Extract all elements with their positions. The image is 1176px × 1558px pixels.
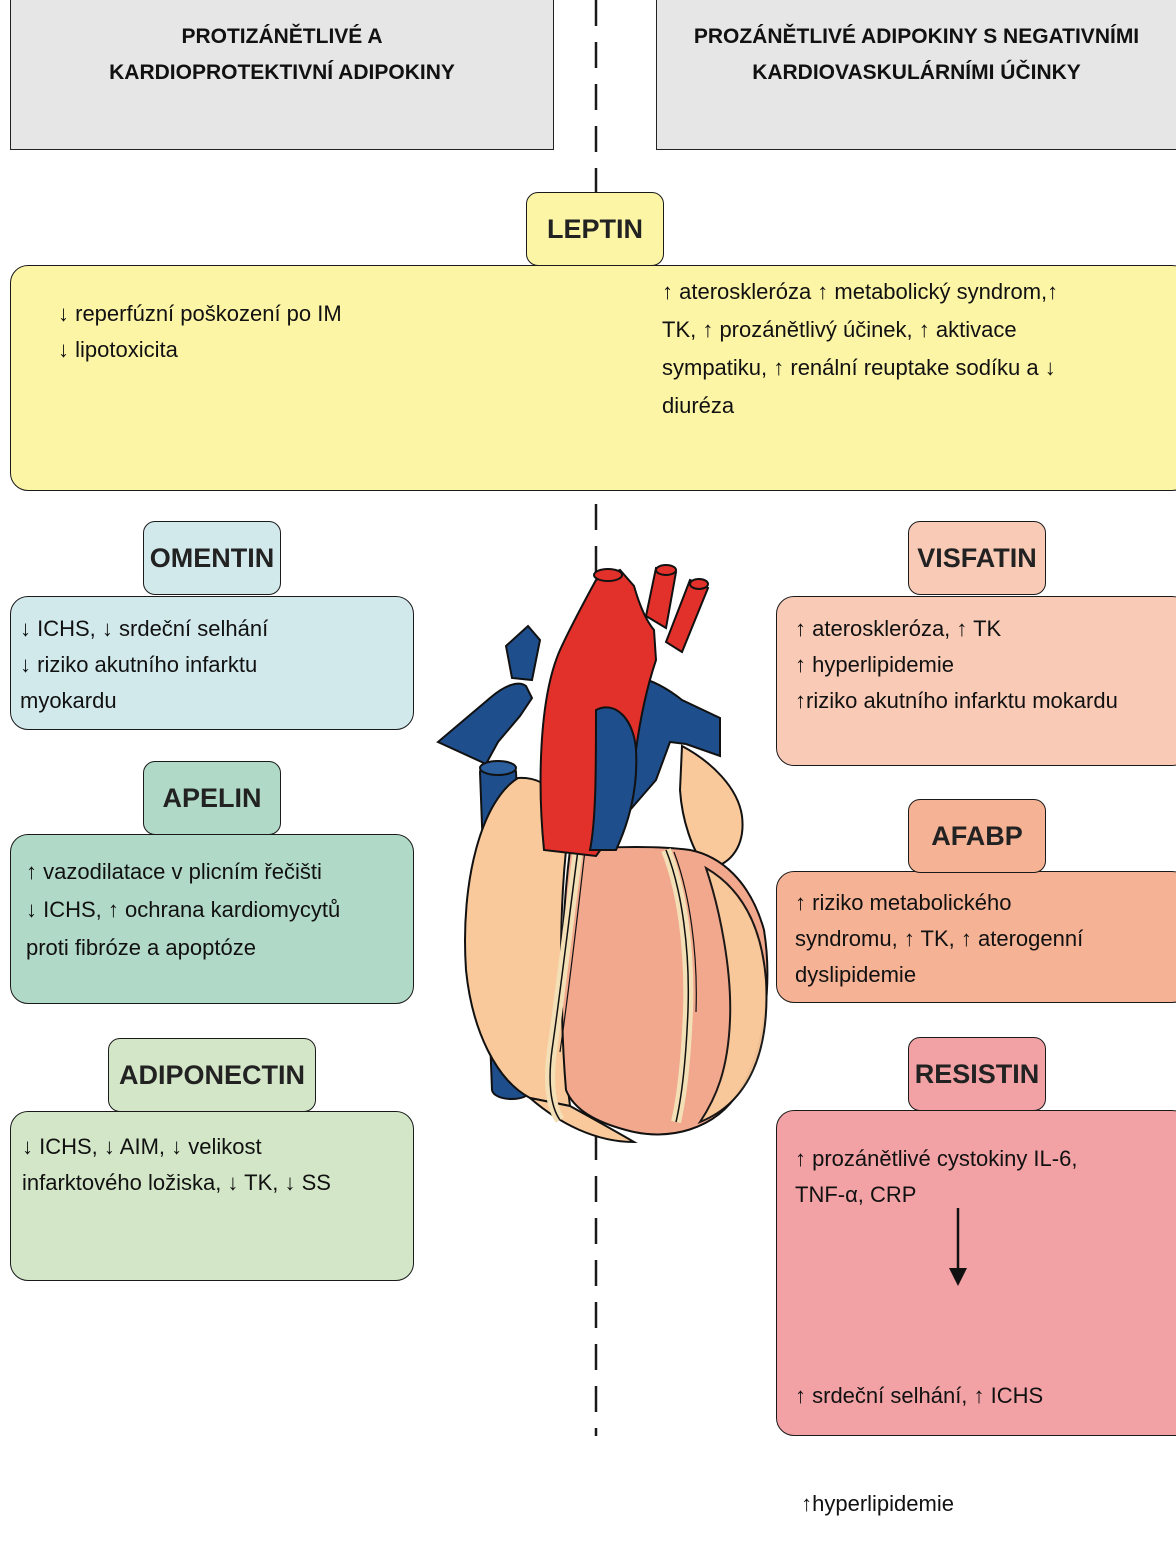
- leptin-right-line: TK, ↑ prozánětlivý účinek, ↑ aktivace: [662, 311, 1058, 349]
- visfatin-label: VISFATIN: [908, 521, 1046, 595]
- right-column-header: PROZÁNĚTLIVÉ ADIPOKINY S NEGATIVNÍMI KAR…: [656, 0, 1176, 150]
- leptin-right-line: sympatiku, ↑ renální reuptake sodíku a ↓: [662, 349, 1058, 387]
- leptin-label: LEPTIN: [526, 192, 664, 266]
- visfatin-line: ↑ ateroskleróza, ↑ TK: [795, 611, 1118, 647]
- apelin-line: ↓ ICHS, ↑ ochrana kardiomycytů: [26, 891, 340, 929]
- apelin-label: APELIN: [143, 761, 281, 835]
- leptin-left-line: ↓ reperfúzní poškození po IM: [58, 296, 342, 332]
- leptin-left-line: ↓ lipotoxicita: [58, 332, 342, 368]
- resistin-causes: ↑ prozánětlivé cystokiny IL-6, TNF-α, CR…: [795, 1141, 1077, 1213]
- left-header-line2: KARDIOPROTEKTIVNÍ ADIPOKINY: [109, 55, 455, 91]
- afabp-effects: ↑ riziko metabolického syndromu, ↑ TK, ↑…: [795, 885, 1083, 993]
- afabp-line: ↑ riziko metabolického: [795, 885, 1083, 921]
- resistin-label: RESISTIN: [908, 1037, 1046, 1111]
- right-header-line1: PROZÁNĚTLIVÉ ADIPOKINY S NEGATIVNÍMI: [694, 19, 1139, 55]
- afabp-line: dyslipidemie: [795, 957, 1083, 993]
- heart-illustration: [420, 550, 780, 1150]
- omentin-line: ↓ ICHS, ↓ srdeční selhání: [20, 611, 268, 647]
- left-column-header: PROTIZÁNĚTLIVÉ A KARDIOPROTEKTIVNÍ ADIPO…: [10, 0, 554, 150]
- left-header-line1: PROTIZÁNĚTLIVÉ A: [109, 19, 455, 55]
- adiponectin-line: ↓ ICHS, ↓ AIM, ↓ velikost: [22, 1129, 331, 1165]
- apelin-effects: ↑ vazodilatace v plicním řečišti ↓ ICHS,…: [26, 853, 340, 967]
- resistin-cause-line: ↑ prozánětlivé cystokiny IL-6,: [795, 1141, 1077, 1177]
- omentin-line: ↓ riziko akutního infarktu: [20, 647, 268, 683]
- omentin-effects: ↓ ICHS, ↓ srdeční selhání ↓ riziko akutn…: [20, 611, 268, 719]
- omentin-label: OMENTIN: [143, 521, 281, 595]
- leptin-left-effects: ↓ reperfúzní poškození po IM ↓ lipotoxic…: [58, 296, 342, 368]
- visfatin-line: ↑riziko akutního infarktu mokardu: [795, 683, 1118, 719]
- superior-vena-cava: [438, 684, 532, 764]
- resistin-cause-line: TNF-α, CRP: [795, 1177, 1077, 1213]
- leptin-right-line: ↑ ateroskleróza ↑ metabolický syndrom,↑: [662, 273, 1058, 311]
- visfatin-effects: ↑ ateroskleróza, ↑ TK ↑ hyperlipidemie ↑…: [795, 611, 1118, 719]
- right-header-line2: KARDIOVASKULÁRNÍMI ÚČINKY: [694, 55, 1139, 91]
- apelin-line: proti fibróze a apoptóze: [26, 929, 340, 967]
- omentin-line: myokardu: [20, 683, 268, 719]
- afabp-line: syndromu, ↑ TK, ↑ aterogenní: [795, 921, 1083, 957]
- adiponectin-line: infarktového ložiska, ↓ TK, ↓ SS: [22, 1165, 331, 1201]
- afabp-label: AFABP: [908, 799, 1046, 873]
- adiponectin-label: ADIPONECTIN: [108, 1038, 316, 1112]
- leptin-right-effects: ↑ ateroskleróza ↑ metabolický syndrom,↑ …: [662, 273, 1058, 425]
- resistin-down-arrow-icon: [946, 1208, 970, 1288]
- leptin-right-line: diuréza: [662, 387, 1058, 425]
- apelin-line: ↑ vazodilatace v plicním řečišti: [26, 853, 340, 891]
- resistin-consequence-line: ↑ srdeční selhání, ↑ ICHS: [795, 1378, 1043, 1414]
- visfatin-line: ↑ hyperlipidemie: [795, 647, 1118, 683]
- adiponectin-effects: ↓ ICHS, ↓ AIM, ↓ velikost infarktového l…: [22, 1129, 331, 1201]
- resistin-consequence-line: ↑hyperlipidemie: [795, 1486, 1043, 1522]
- resistin-consequences: ↑ srdeční selhání, ↑ ICHS ↑hyperlipidemi…: [795, 1306, 1043, 1558]
